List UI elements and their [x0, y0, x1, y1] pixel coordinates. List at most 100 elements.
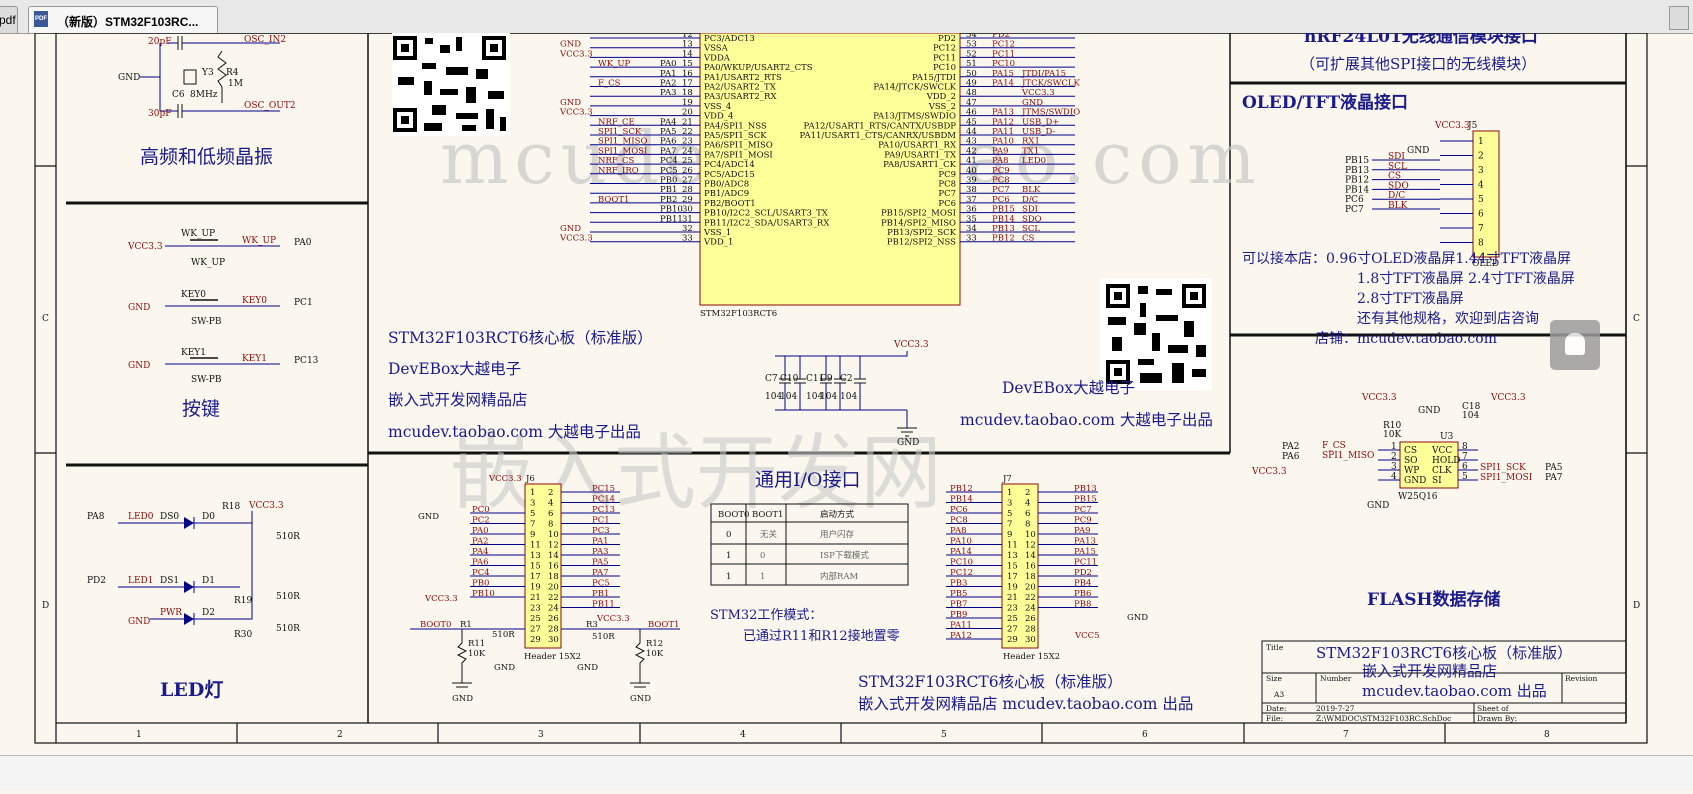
j6-part: Header 15X2: [524, 652, 581, 662]
mcu-pin-name: PA8/USART1_CK: [883, 160, 957, 170]
j7-left-net: PB14: [950, 495, 973, 505]
status-strip: [0, 755, 1693, 791]
oled-net: SCL: [1388, 162, 1407, 172]
oled-j5: J5: [1467, 121, 1478, 131]
key3-net: KEY1: [242, 354, 267, 364]
mcu-pin-name: PA3/USART2_RX: [704, 92, 777, 102]
j7-right-net: PB13: [1074, 484, 1097, 494]
mcu-body: [699, 32, 961, 306]
oled-part: OLED: [1472, 259, 1499, 269]
led2-d: D1: [202, 576, 215, 586]
j7-left-net: PC6: [950, 505, 968, 515]
core2-line2: mcudev.taobao.com 大越电子出品: [960, 411, 1213, 429]
grid-col-label: 7: [1343, 730, 1349, 740]
tb-drawn-label: Drawn By:: [1477, 714, 1517, 723]
boot0-net: BOOT0: [420, 620, 451, 630]
j6-right-net: PB11: [592, 600, 615, 610]
boot-r12-value: 10K: [646, 649, 664, 659]
j6-right-net: PA1: [592, 537, 609, 547]
flash-gnd-c: GND: [1418, 406, 1440, 416]
led3-rv: 510R: [276, 624, 300, 634]
flash-pa5: PA5: [1545, 463, 1563, 473]
cap-name: C9: [820, 374, 833, 384]
title-block: Title STM32F103RCT6核心板（标准版） 嵌入式开发网精品店 mc…: [1261, 640, 1627, 724]
j7-pin-number: 13: [1007, 551, 1018, 561]
nrf-section: nRF24L01无线通信模块接口 （可扩展其他SPI接口的无线模块）: [1300, 26, 1538, 73]
flash-c18: C18: [1462, 402, 1481, 412]
led3-net: PWR: [160, 608, 182, 618]
tab-document[interactable]: PDF （新版）STM32F103RC...: [28, 6, 218, 33]
j7-left-net: PA10: [950, 537, 972, 547]
floating-action-button[interactable]: [1550, 320, 1600, 370]
tab-scroll-right-icon[interactable]: [1669, 6, 1689, 30]
key2-name: KEY0: [181, 290, 206, 300]
boot-gnd-4: GND: [577, 663, 598, 673]
flash-pin-name-left: WP: [1404, 466, 1419, 476]
tab-previous[interactable]: pdf: [0, 6, 18, 33]
mcu-pin-name: PA11/USART1_CTS/CANRX/USBDM: [800, 131, 957, 141]
mcu-pin-net: WK_UP: [598, 59, 631, 69]
mcu-pin-number: 33: [682, 234, 693, 244]
mcu-pin-number: 45: [966, 117, 977, 127]
flash-pin-name-right: VCC: [1431, 446, 1452, 456]
mcu-pin-name: PA12/USART1_RTS/CANTX/USBDP: [804, 121, 957, 131]
mcu-pin-name: PA10/USART1_RX: [878, 141, 957, 151]
mcu-pin-number: 35: [966, 214, 977, 224]
led2-pin: PD2: [87, 576, 106, 586]
oled-note-4: 还有其他规格，欢迎到店咨询: [1357, 311, 1539, 327]
j7-pin-number: 7: [1007, 520, 1012, 530]
j7-left-net: PA12: [950, 631, 972, 641]
j7-gnd: GND: [1127, 613, 1148, 623]
led2-r: R19: [234, 596, 253, 606]
mcu-pin-number: 39: [966, 176, 977, 186]
mcu-pin-net: USB_D+: [1022, 117, 1059, 127]
mcu-pin-port: PB13: [992, 224, 1015, 234]
mcu-pin-name: PC10: [933, 63, 956, 73]
oled-pin-number: 5: [1478, 195, 1484, 205]
crystal-y3: Y3: [201, 68, 214, 78]
j6-pin-number: 10: [548, 530, 559, 540]
mcu-pin-port: PA13: [992, 108, 1014, 118]
j7-part: Header 15X2: [1003, 652, 1060, 662]
mcu-pin-port: PC7: [992, 185, 1010, 195]
mcu-pin-number: 18: [682, 88, 693, 98]
j7-right-net: PB6: [1074, 589, 1091, 599]
boot-gnd-2: GND: [630, 694, 651, 704]
mcu-pin-name: PA5/SPI1_SCK: [704, 131, 767, 141]
led1-d: D0: [202, 512, 215, 522]
cap-value: 104: [840, 392, 857, 402]
flash-u3: U3: [1440, 432, 1454, 442]
mcu-pin-name: PA15/JTDI: [912, 73, 956, 83]
nrf-subtitle: （可扩展其他SPI接口的无线模块）: [1300, 55, 1536, 73]
led1-rv: 510R: [276, 532, 300, 542]
mcu-pin-number: 54: [966, 33, 977, 40]
flash-fcs: F_CS: [1322, 441, 1346, 451]
crystal-title: 高频和低频晶振: [140, 146, 273, 168]
j7-left-net: PB12: [950, 484, 973, 494]
mcu-pin-number: 24: [682, 146, 693, 156]
mcu-pin-port: PA15: [992, 69, 1014, 79]
oled-note-2: 1.8寸TFT液晶屏 2.4寸TFT液晶屏: [1357, 271, 1575, 287]
mcu-pin-net: SPI1_MOSI: [598, 146, 647, 156]
mcu-pin-name: PC4/ADC14: [704, 160, 755, 170]
led2-net: LED1: [128, 576, 154, 586]
mcu-pin-name: PB2/BOOT1: [704, 199, 756, 209]
j7-pin-number: 12: [1025, 541, 1036, 551]
flash-pin-name-right: CLK: [1432, 466, 1452, 476]
boot-table-cell: 0: [726, 530, 731, 540]
oled-net: CS: [1388, 172, 1401, 182]
flash-pin-number: 8: [1462, 442, 1468, 452]
j7-left-net: PC8: [950, 516, 968, 526]
j6-pin-number: 11: [530, 541, 541, 551]
mcu-pin-net: SPI1_MISO: [598, 137, 647, 147]
j6-pin-number: 28: [548, 625, 559, 635]
mcu-pin-name: VDD_2: [926, 92, 956, 102]
mcu-pin-number: 50: [966, 69, 977, 79]
j7-right-net: PA15: [1074, 547, 1096, 557]
mcu-pin-net: GND: [1022, 98, 1043, 108]
j6-pin-number: 7: [530, 520, 535, 530]
mcu-pin-number: 33: [966, 234, 977, 244]
key3-gnd: GND: [128, 361, 150, 371]
core-info-block: STM32F103RCT6核心板（标准版） DevEBox大越电子 嵌入式开发网…: [388, 329, 1213, 713]
